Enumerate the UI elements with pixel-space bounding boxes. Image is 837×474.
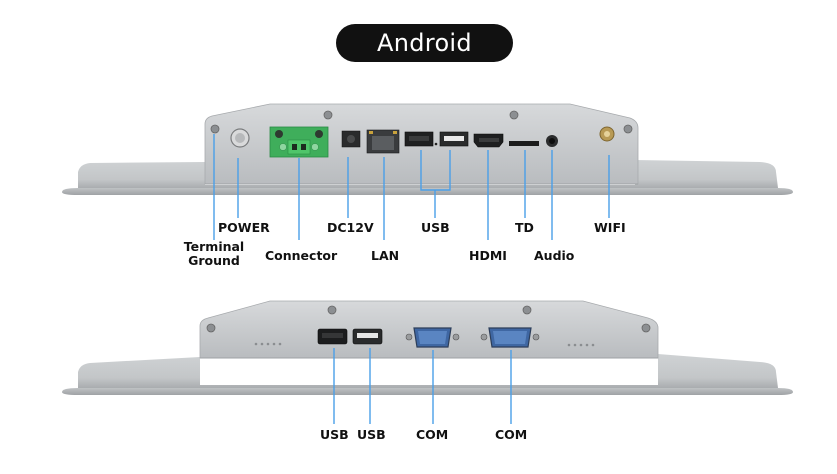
screw-icon — [522, 305, 532, 315]
wifi-antenna-center — [604, 131, 610, 137]
audio-jack-hole — [549, 138, 555, 144]
label-power: POWER — [218, 220, 270, 235]
label-wifi: WIFI — [594, 220, 626, 235]
led-indicator — [434, 142, 438, 146]
bottom-device — [62, 300, 793, 424]
bottom-lip — [62, 388, 793, 395]
label-dc12v: DC12V — [327, 220, 374, 235]
screw-icon — [210, 124, 220, 134]
terminal-connector-icon — [269, 126, 329, 158]
label-hdmi: HDMI — [469, 248, 507, 263]
label-usb-2: USB — [357, 427, 386, 442]
bottom-bezel — [78, 354, 778, 388]
label-audio: Audio — [534, 248, 575, 263]
vent-dots-right — [567, 343, 595, 347]
screw-icon — [509, 110, 519, 120]
label-terminal-ground: Terminal Ground — [183, 239, 245, 268]
top-leader-lines — [213, 134, 610, 240]
screw-icon — [206, 323, 216, 333]
com-port-icon — [405, 327, 460, 348]
label-usb: USB — [421, 220, 450, 235]
screw-icon — [623, 124, 633, 134]
vent-dots-left — [254, 342, 282, 346]
label-connector: Connector — [265, 248, 338, 263]
com-port-icon — [480, 327, 540, 348]
os-badge: Android — [336, 24, 513, 62]
usb-tongue — [444, 136, 464, 141]
top-lip — [62, 188, 793, 195]
screw-icon — [327, 305, 337, 315]
card-slot-icon — [509, 141, 539, 146]
os-badge-label: Android — [377, 29, 472, 57]
label-usb-1: USB — [320, 427, 349, 442]
label-lan: LAN — [371, 248, 400, 263]
screw-icon — [323, 110, 333, 120]
ground-stud-center — [235, 133, 245, 143]
usb-tongue — [357, 333, 378, 338]
label-com-1: COM — [416, 427, 449, 442]
hdmi-inner — [479, 138, 499, 142]
label-td: TD — [515, 220, 534, 235]
top-device — [62, 103, 793, 240]
lan-port-icon — [366, 129, 400, 154]
bottom-leader-lines — [333, 348, 512, 424]
label-com-2: COM — [495, 427, 528, 442]
screw-icon — [641, 323, 651, 333]
usb-tongue — [322, 333, 343, 338]
usb-tongue — [409, 136, 429, 141]
